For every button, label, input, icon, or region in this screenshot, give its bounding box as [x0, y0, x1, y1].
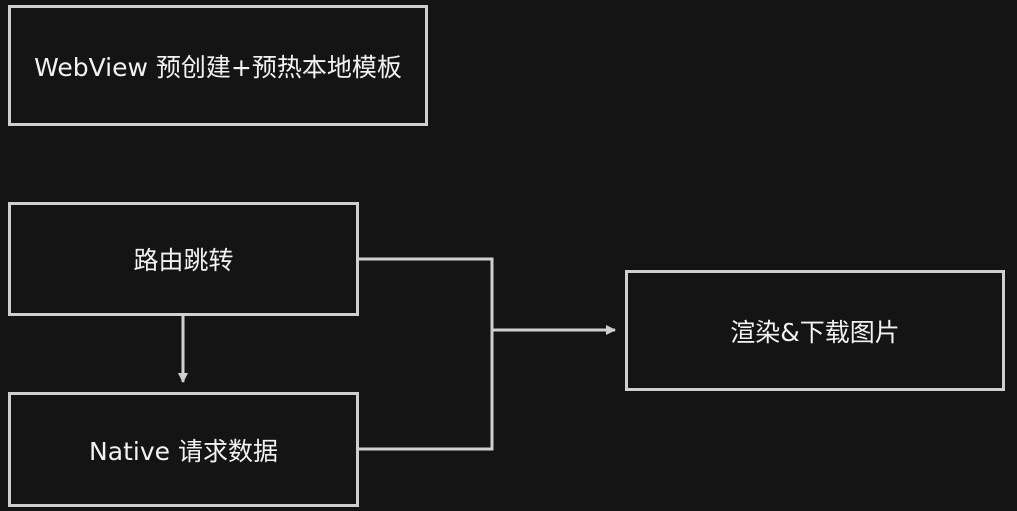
- node-route-navigation: 路由跳转: [8, 202, 359, 316]
- node-render-label: 渲染&下载图片: [730, 317, 900, 347]
- node-webview-prewarm: WebView 预创建+预热本地模板: [8, 5, 428, 126]
- node-native-request-data: Native 请求数据: [8, 392, 359, 507]
- edge-route-to-render: [359, 257, 494, 330]
- node-native-label: Native 请求数据: [89, 436, 278, 466]
- node-webview-label: WebView 预创建+预热本地模板: [34, 52, 402, 82]
- edge-native-to-render: [359, 330, 494, 451]
- node-route-label: 路由跳转: [133, 246, 234, 275]
- node-render-download-images: 渲染&下载图片: [625, 270, 1005, 391]
